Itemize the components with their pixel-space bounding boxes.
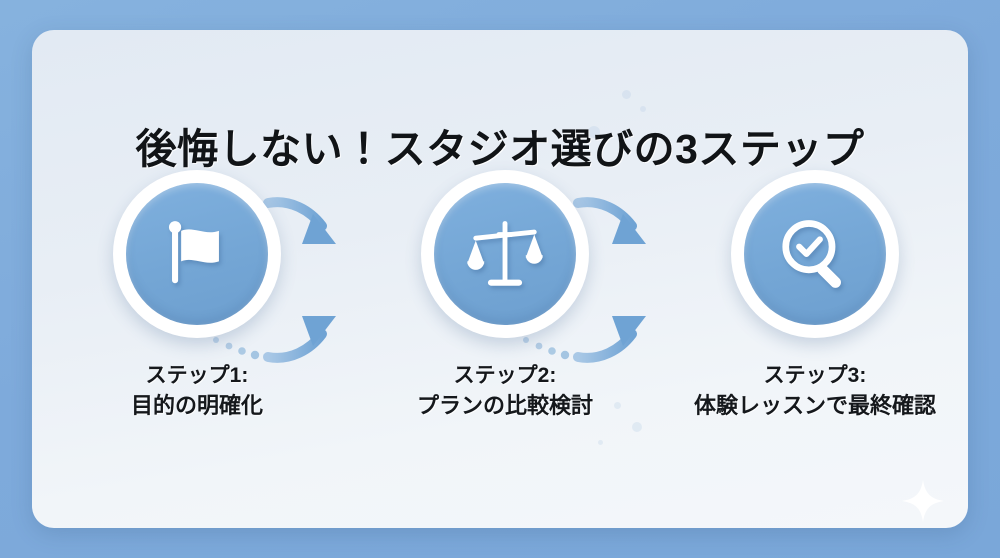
icon-disc — [744, 183, 886, 325]
step-3-sub: 体験レッスンで最終確認 — [693, 392, 936, 418]
step-item-2[interactable]: ステップ2: プランの比較検討 — [355, 170, 655, 421]
steps-row: ステップ1: 目的の明確化 — [32, 170, 968, 500]
icon-disc — [126, 183, 268, 325]
step-3-icon-badge — [731, 170, 899, 338]
decorative-bubble — [622, 90, 631, 99]
step-1-caption: ステップ1: 目的の明確化 — [47, 362, 347, 421]
icon-disc — [434, 183, 576, 325]
flag-icon — [168, 221, 219, 284]
step-2-caption: ステップ2: プランの比較検討 — [355, 362, 655, 421]
step-2-head: ステップ2: — [453, 364, 557, 387]
balance-scales-icon — [467, 221, 543, 286]
decorative-bubble — [632, 422, 642, 432]
step-item-1[interactable]: ステップ1: 目的の明確化 — [47, 170, 347, 421]
step-1-icon-badge — [113, 170, 281, 338]
decorative-bubble — [598, 440, 603, 445]
step-1-head: ステップ1: — [145, 364, 249, 387]
step-2-icon-badge — [421, 170, 589, 338]
step-3-head: ステップ3: — [763, 364, 867, 387]
step-3-caption: ステップ3: 体験レッスンで最終確認 — [665, 362, 965, 421]
sparkle-icon — [901, 479, 945, 523]
decorative-bubble — [588, 126, 600, 138]
page-title: 後悔しない！スタジオ選びの3ステップ — [135, 126, 865, 173]
decorative-bubble — [640, 106, 646, 112]
content-card: 後悔しない！スタジオ選びの3ステップ — [32, 30, 968, 528]
step-1-sub: 目的の明確化 — [130, 392, 263, 418]
step-2-sub: プランの比較検討 — [416, 392, 593, 418]
magnifier-check-icon — [782, 220, 841, 288]
step-item-3[interactable]: ステップ3: 体験レッスンで最終確認 — [665, 170, 965, 421]
decorative-bubble — [614, 402, 621, 409]
